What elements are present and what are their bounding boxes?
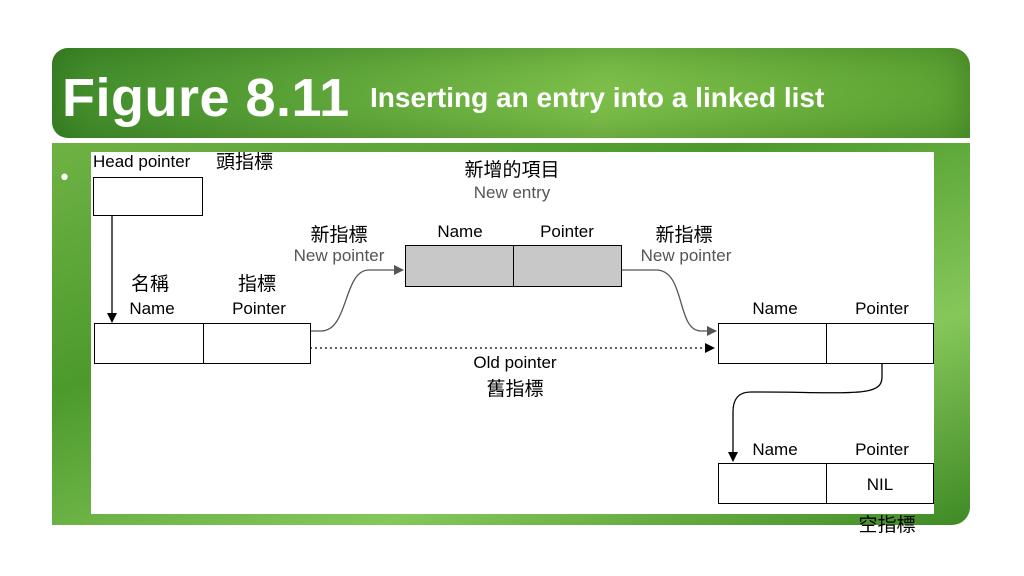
right-node-pointer-cell	[826, 323, 934, 364]
new-pointer-left-arrow	[290, 265, 404, 332]
head-pointer-box	[93, 177, 203, 216]
nil-label-zh: 空指標	[858, 514, 916, 536]
first-node-name-cell	[94, 323, 204, 364]
right-node-pointer-header: Pointer	[855, 299, 909, 318]
right-node-name-header: Name	[752, 299, 798, 318]
right-to-last-arrow	[728, 345, 883, 462]
last-node-name-header: Name	[752, 440, 798, 459]
diagram-connectors	[107, 199, 883, 462]
right-node-name-cell	[718, 323, 827, 364]
new-entry-label: New entry	[473, 183, 551, 202]
new-pointer-right-label-zh: 新指標	[655, 224, 713, 246]
title-banner	[52, 48, 970, 138]
head-pointer-label: Head pointer	[93, 152, 191, 171]
last-node-name-cell	[718, 463, 827, 504]
new-entry-name-cell	[405, 245, 514, 287]
figure-subtitle: Inserting an entry into a linked list	[370, 82, 825, 113]
head-pointer-label-zh: 頭指標	[216, 151, 274, 173]
new-pointer-right-arrow	[601, 269, 717, 336]
first-node-pointer-label-zh: 指標	[237, 273, 277, 295]
new-entry-name-header: Name	[437, 222, 483, 241]
new-pointer-right-label: New pointer	[640, 246, 732, 265]
first-node-name-label: Name	[129, 299, 175, 318]
first-node-pointer-cell	[203, 323, 311, 364]
new-pointer-left-label-zh: 新指標	[310, 224, 368, 246]
figure-title: Figure 8.11	[62, 68, 350, 128]
nil-label: NIL	[866, 475, 894, 494]
linked-list-diagram: Head pointer 頭指標 名稱 Name 指標 Pointer 新增的項…	[91, 151, 934, 514]
bullet-marker: •	[58, 166, 71, 191]
first-node-name-label-zh: 名稱	[130, 273, 170, 295]
first-node-pointer-label: Pointer	[232, 299, 286, 318]
new-entry-pointer-cell	[513, 245, 622, 287]
old-pointer-label: Old pointer	[473, 353, 557, 372]
last-node-pointer-header: Pointer	[855, 440, 909, 459]
old-pointer-label-zh: 舊指標	[486, 378, 544, 400]
new-entry-label-zh: 新增的項目	[464, 159, 560, 181]
new-pointer-left-label: New pointer	[293, 246, 385, 265]
new-entry-pointer-header: Pointer	[540, 222, 594, 241]
last-node-pointer-cell	[826, 463, 934, 504]
